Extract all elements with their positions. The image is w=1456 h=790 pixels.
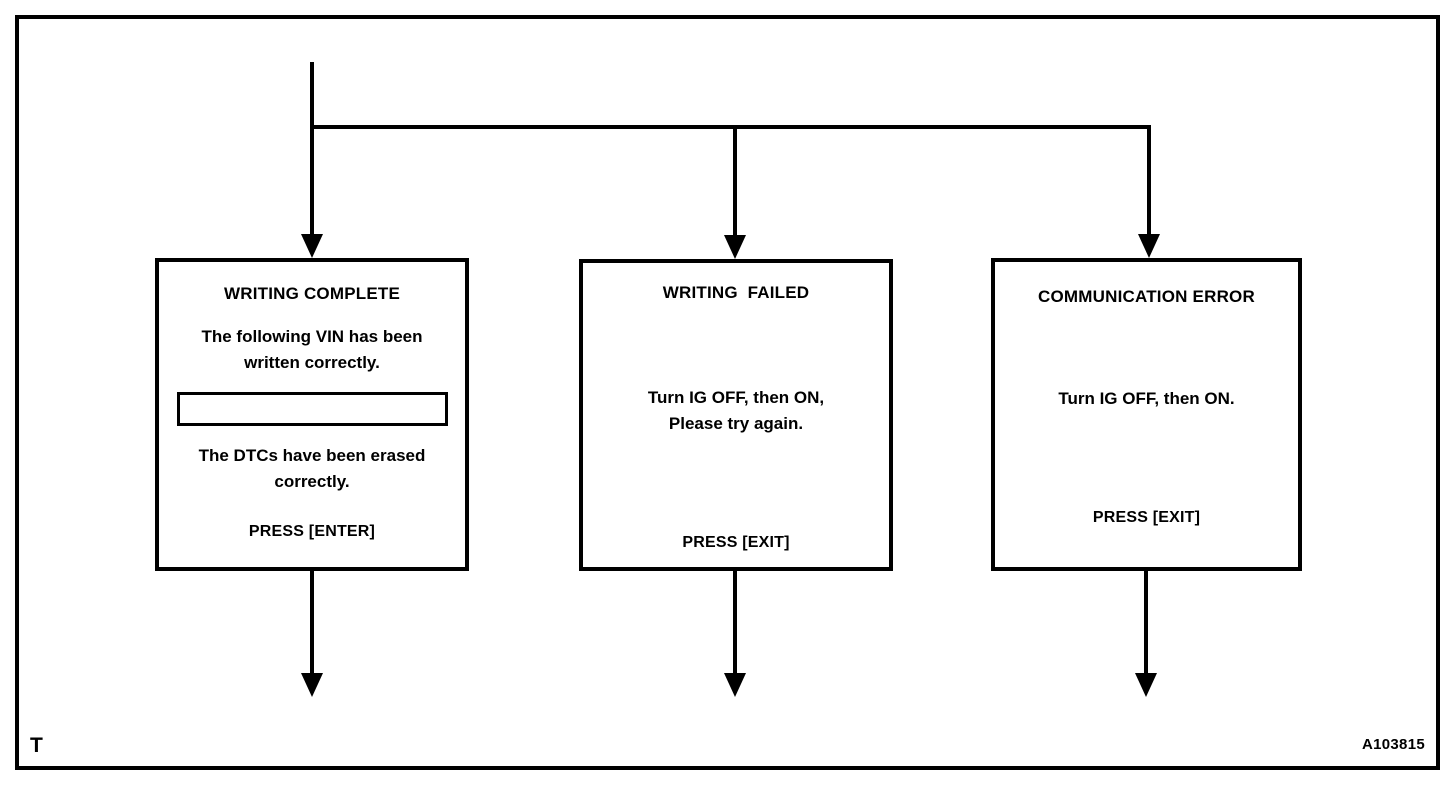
- dialog-writing-failed: WRITING FAILED Turn IG OFF, then ON, Ple…: [579, 259, 893, 571]
- arrowhead-to-writing-failed: [724, 235, 746, 259]
- dialog-title: WRITING COMPLETE: [223, 284, 401, 303]
- arrowhead-exit-communication-error: [1135, 673, 1157, 697]
- continuation-mark: T: [30, 734, 43, 757]
- vin-value-field[interactable]: [176, 391, 448, 426]
- dialog-message-dtc: The DTCs have been erased correctly.: [198, 445, 426, 492]
- arrowhead-to-communication-error: [1138, 234, 1160, 258]
- figure-border: [15, 15, 1440, 770]
- arrowhead-exit-writing-failed: [724, 673, 746, 697]
- dialog-message-vin: The following VIN has been written corre…: [201, 327, 423, 373]
- arrowhead-exit-writing-complete: [301, 673, 323, 697]
- dialog-footer-prompt[interactable]: PRESS [EXIT]: [1092, 509, 1201, 527]
- flow-line-exit-communication-error: [1144, 571, 1148, 675]
- flow-line-to-writing-complete: [310, 125, 314, 236]
- dialog-footer-prompt[interactable]: PRESS [ENTER]: [248, 523, 376, 541]
- dialog-title: WRITING FAILED: [662, 283, 810, 302]
- dialog-message: Turn IG OFF, then ON.: [1058, 389, 1235, 408]
- figure-id-label: A103815: [1362, 736, 1425, 753]
- flow-line-exit-writing-complete: [310, 571, 314, 675]
- dialog-footer-prompt[interactable]: PRESS [EXIT]: [682, 533, 790, 551]
- flow-line-exit-writing-failed: [733, 571, 737, 675]
- dialog-message: Turn IG OFF, then ON, Please try again.: [647, 388, 825, 434]
- flow-line-to-writing-failed: [733, 125, 737, 237]
- dialog-writing-complete: WRITING COMPLETE The following VIN has b…: [155, 258, 469, 571]
- flow-line-branch-horizontal: [310, 125, 1151, 129]
- dialog-title: COMMUNICATION ERROR: [1038, 287, 1255, 306]
- flow-line-to-communication-error: [1147, 125, 1151, 236]
- dialog-communication-error: COMMUNICATION ERROR Turn IG OFF, then ON…: [991, 258, 1302, 571]
- flow-line-trunk-top: [310, 62, 314, 129]
- arrowhead-to-writing-complete: [301, 234, 323, 258]
